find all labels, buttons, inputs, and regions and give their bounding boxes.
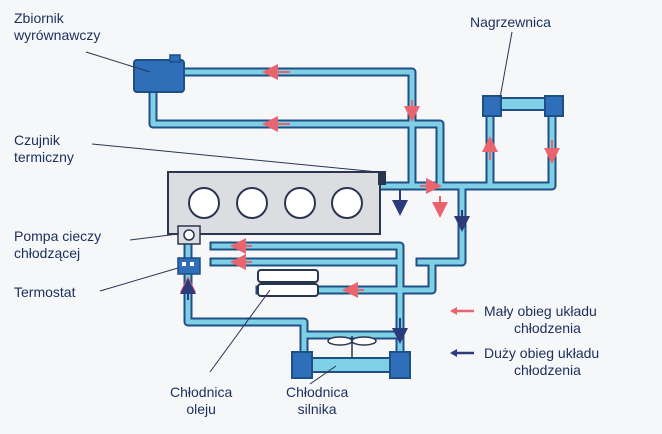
label-coolant-pump: Pompa cieczy chłodzącej [14,228,102,261]
thermal-sensor [378,171,386,185]
small-circuit-arrows [180,64,560,298]
expansion-tank [133,54,185,93]
engine-radiator [291,351,411,379]
label-expansion-tank: Zbiornik wyrównawczy [14,10,101,43]
blue-arrow-icon [450,349,474,357]
legend-large-circuit-text: Duży obieg układu chłodzenia [484,345,600,378]
label-thermal-sensor: Czujnik termiczny [14,132,74,165]
fan-icon [327,336,377,358]
coolant-pump [177,225,201,245]
label-heater: Nagrzewnica [470,14,551,30]
legend-large-circuit: Duży obieg układu chłodzenia [448,345,599,379]
legend-small-circuit-text: Mały obieg układu chłodzenia [484,303,597,336]
label-thermostat: Termostat [14,284,76,300]
thermostat [177,257,201,275]
heater [482,95,564,117]
red-arrow-icon [450,307,474,315]
label-oil-cooler: Chłodnica oleju [170,384,233,417]
leader-lines [85,31,513,385]
large-circuit-arrows [180,190,470,344]
legend-small-circuit: Mały obieg układu chłodzenia [448,303,597,337]
oil-cooler [257,269,319,297]
label-engine-radiator: Chłodnica silnika [286,384,349,417]
engine-block [167,171,381,235]
